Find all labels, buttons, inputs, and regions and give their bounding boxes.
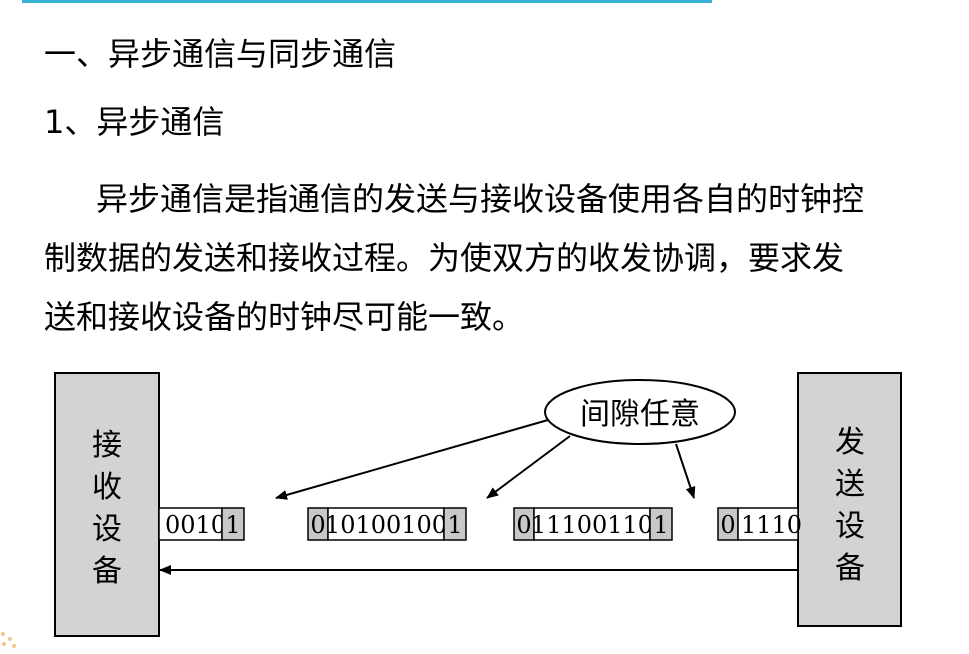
paragraph-line-3: 送和接收设备的时钟尽可能一致。 [44,298,525,336]
frame-3-start-bit: 0 [516,511,531,539]
receiver-label-3: 设 [92,512,122,547]
data-frame-4: 0 1110 [717,507,802,541]
sender-device: 发 送 设 备 [797,372,902,627]
frame-4-start-bit: 0 [720,511,735,539]
corner-decoration [0,630,20,652]
gap-arrow-1 [275,419,549,500]
subsection-title: 1、异步通信 [44,103,225,141]
sender-label-2: 送 [835,467,865,502]
data-frame-3: 0 11100110 1 [513,507,673,541]
sender-label-1: 发 [835,425,865,460]
receiver-label-2: 收 [92,470,122,505]
gap-arrow-3 [675,443,696,499]
top-accent-rule [22,0,712,3]
frame-1-stop-bit: 1 [225,511,240,539]
section-title: 一、异步通信与同步通信 [44,35,397,73]
receiver-label-1: 接 [92,428,122,463]
frame-4-data-bits: 1110 [741,511,802,539]
gap-callout-label: 间隙任意 [580,397,700,432]
sender-label-4: 备 [835,551,865,586]
frame-3-data-bits: 11100110 [531,511,653,539]
data-frame-2: 0 10100100 1 [307,507,467,541]
sender-label-3: 设 [835,509,865,544]
gap-callout: 间隙任意 [544,379,736,445]
frame-2-start-bit: 0 [310,511,325,539]
paragraph-line-1: 异步通信是指通信的发送与接收设备使用各自的时钟控 [96,180,865,218]
receiver-device: 接 收 设 备 [54,372,160,637]
frame-3-stop-bit: 1 [653,511,668,539]
frame-2-data-bits: 10100100 [325,511,447,539]
async-communication-diagram: 接 收 设 备 发 送 设 备 00100 1 0 10100100 1 0 1… [54,372,902,637]
gap-arrow-2 [486,435,571,499]
paragraph-line-2: 制数据的发送和接收过程。为使双方的收发协调，要求发 [44,239,845,277]
body-paragraph: 异步通信是指通信的发送与接收设备使用各自的时钟控 制数据的发送和接收过程。为使双… [44,170,934,347]
data-frame-1: 00100 1 [158,507,245,541]
receiver-label-4: 备 [92,554,122,589]
frame-2-stop-bit: 1 [447,511,462,539]
